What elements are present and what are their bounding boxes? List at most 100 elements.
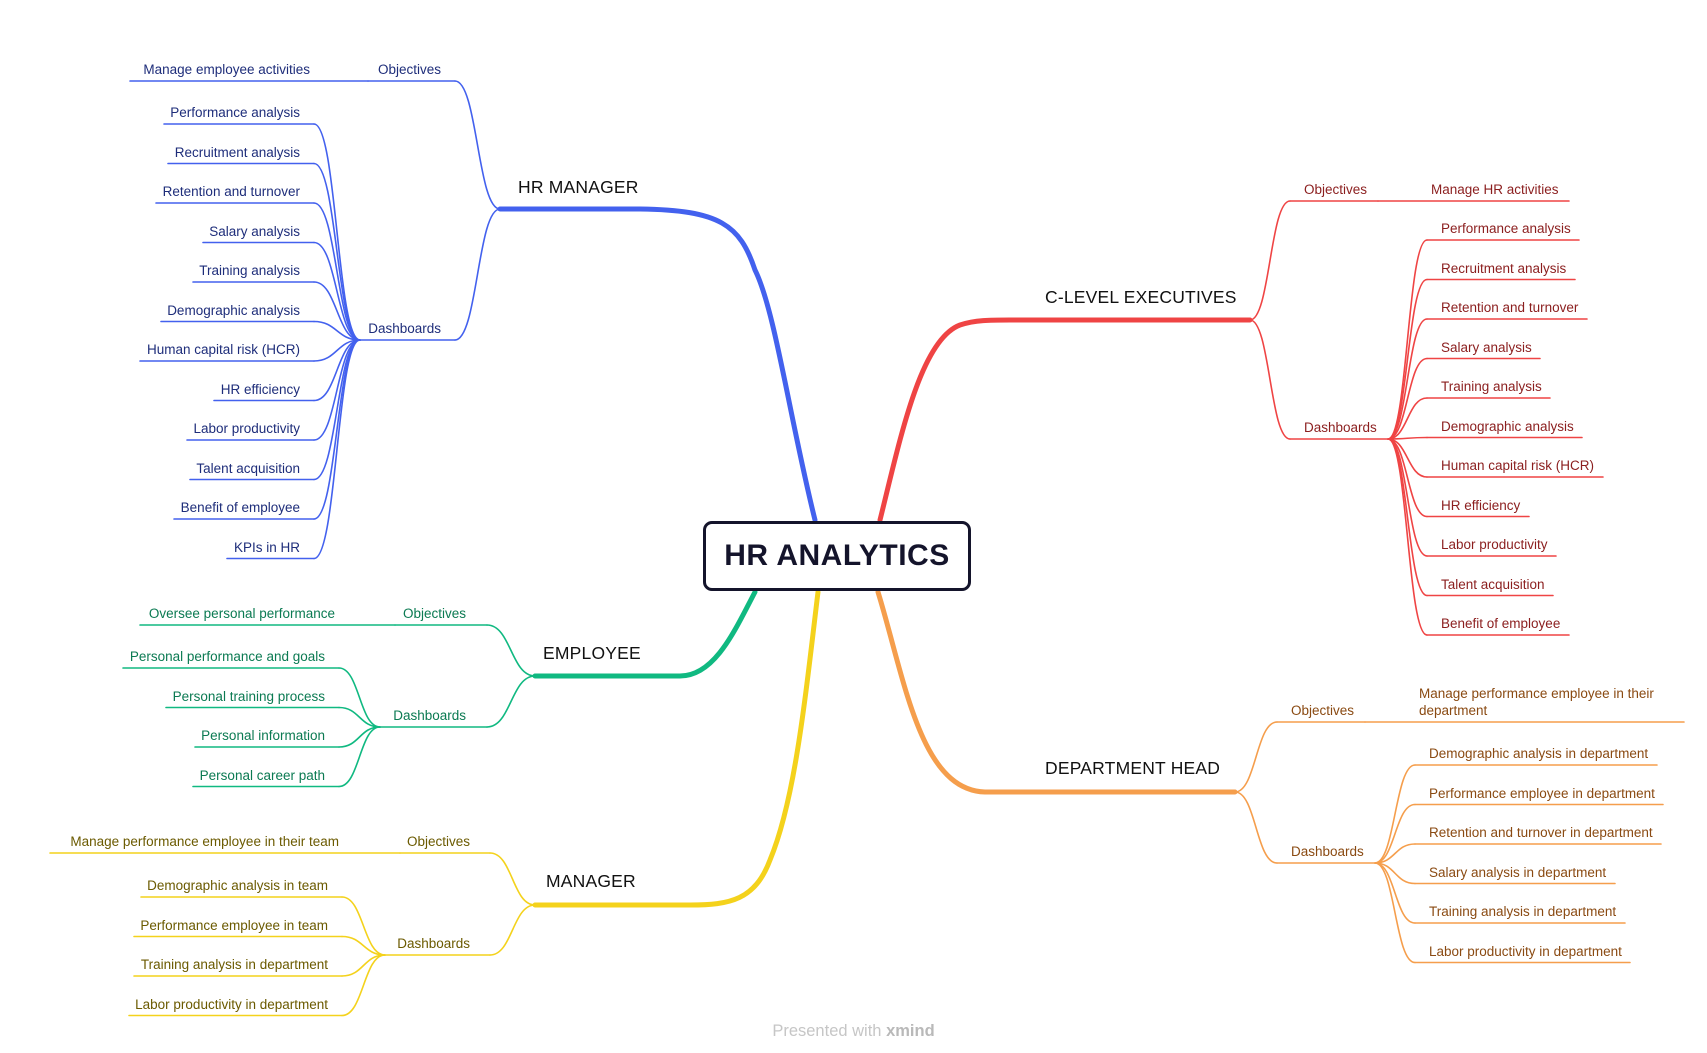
employee-dashboard-item[interactable]: Personal information bbox=[201, 728, 325, 743]
connector-employee-dashboard-item bbox=[338, 667, 381, 728]
employee-dashboard-item[interactable]: Personal career path bbox=[199, 767, 325, 783]
branch-title-manager[interactable]: MANAGER bbox=[546, 871, 636, 891]
hr_manager-dashboards-label[interactable]: Dashboards bbox=[368, 321, 441, 336]
c_level-dashboard-item[interactable]: Salary analysis bbox=[1441, 339, 1532, 355]
connector-department_head-dashboard-item bbox=[1374, 862, 1416, 924]
central-topic[interactable]: HR ANALYTICS bbox=[703, 521, 971, 591]
c_level-dashboard-item[interactable]: Demographic analysis bbox=[1441, 418, 1574, 434]
c_level-objectives-label[interactable]: Objectives bbox=[1304, 182, 1368, 197]
department_head-objective-item[interactable]: Manage performance employee in their dep… bbox=[1419, 686, 1654, 718]
hr_manager-dashboard-item[interactable]: Recruitment analysis bbox=[174, 144, 300, 160]
connector-employee-dashboard-item bbox=[338, 726, 381, 788]
connector-manager-dashboards bbox=[489, 904, 536, 956]
connector-hr_manager-dashboard-item bbox=[313, 162, 361, 341]
connector-manager-dashboard-item bbox=[341, 896, 386, 956]
manager-dashboard-item[interactable]: Performance employee in team bbox=[140, 917, 328, 933]
connector-department_head-dashboard-item bbox=[1374, 803, 1416, 864]
trunk-department-head bbox=[875, 589, 1238, 795]
department_head-dashboard-item[interactable]: Performance employee in department bbox=[1429, 785, 1655, 801]
hr_manager-dashboard-item[interactable]: Benefit of employee bbox=[180, 500, 300, 515]
c_level-objective-item[interactable]: Manage HR activities bbox=[1431, 182, 1559, 197]
connector-department_head-dashboards bbox=[1234, 791, 1278, 864]
connector-department_head-dashboard-item bbox=[1374, 764, 1416, 864]
c_level-dashboard-item[interactable]: Retention and turnover bbox=[1441, 300, 1579, 315]
manager-dashboard-item[interactable]: Demographic analysis in team bbox=[147, 878, 328, 893]
branch-title-c_level[interactable]: C-LEVEL EXECUTIVES bbox=[1045, 287, 1237, 307]
department_head-dashboard-item[interactable]: Retention and turnover in department bbox=[1429, 825, 1653, 840]
c_level-dashboard-item[interactable]: Recruitment analysis bbox=[1441, 260, 1567, 276]
connector-c_level-dashboards bbox=[1249, 319, 1291, 440]
c_level-dashboard-item[interactable]: Human capital risk (HCR) bbox=[1441, 458, 1595, 473]
connector-manager-objectives bbox=[489, 852, 536, 906]
connector-department_head-dashboard-item bbox=[1374, 862, 1416, 964]
trunk-manager bbox=[532, 589, 821, 908]
hr_manager-dashboard-item[interactable]: HR efficiency bbox=[220, 381, 300, 397]
c_level-dashboard-item[interactable]: Talent acquisition bbox=[1441, 576, 1545, 592]
department_head-dashboard-item[interactable]: Salary analysis in department bbox=[1429, 864, 1607, 880]
connector-c_level-dashboard-item bbox=[1387, 397, 1428, 440]
hr_manager-dashboard-item[interactable]: Talent acquisition bbox=[196, 460, 300, 476]
connector-c_level-dashboard-item bbox=[1387, 438, 1428, 636]
hr_manager-dashboard-item[interactable]: Salary analysis bbox=[209, 223, 300, 239]
c_level-dashboard-item[interactable]: Training analysis bbox=[1441, 379, 1542, 394]
hr_manager-dashboard-item[interactable]: Retention and turnover bbox=[162, 184, 300, 199]
hr_manager-dashboard-item[interactable]: Performance analysis bbox=[170, 105, 300, 120]
connector-manager-dashboard-item bbox=[341, 935, 386, 956]
employee-dashboard-item[interactable]: Personal performance and goals bbox=[129, 649, 325, 664]
footer-prefix: Presented with bbox=[772, 1022, 882, 1040]
connector-hr_manager-dashboard-item bbox=[313, 339, 361, 560]
hr_manager-objective-item[interactable]: Manage employee activities bbox=[143, 62, 310, 77]
c_level-dashboard-item[interactable]: Benefit of employee bbox=[1441, 616, 1561, 631]
hr_manager-dashboard-item[interactable]: Human capital risk (HCR) bbox=[146, 342, 300, 357]
connector-hr_manager-dashboard-item bbox=[313, 320, 361, 341]
department_head-dashboard-item[interactable]: Labor productivity in department bbox=[1429, 943, 1622, 959]
hr_manager-dashboard-item[interactable]: KPIs in HR bbox=[233, 539, 300, 555]
xmind-brand: xmind bbox=[886, 1022, 935, 1040]
connector-manager-dashboard-item bbox=[341, 954, 386, 1017]
manager-dashboard-item[interactable]: Labor productivity in department bbox=[135, 996, 328, 1012]
manager-objectives-label[interactable]: Objectives bbox=[406, 834, 470, 849]
manager-dashboards-label[interactable]: Dashboards bbox=[397, 936, 470, 951]
employee-dashboards-label[interactable]: Dashboards bbox=[393, 708, 466, 723]
connector-c_level-objectives bbox=[1249, 200, 1291, 321]
presented-with-footer: Presented with xmind bbox=[0, 1022, 1707, 1041]
connector-hr_manager-dashboard-item bbox=[313, 281, 361, 341]
manager-dashboard-item[interactable]: Training analysis in department bbox=[140, 957, 328, 972]
branch-title-hr_manager[interactable]: HR MANAGER bbox=[518, 177, 639, 197]
connector-hr_manager-dashboard-item bbox=[313, 241, 361, 341]
trunk-employee bbox=[532, 589, 758, 679]
department_head-dashboards-label[interactable]: Dashboards bbox=[1291, 844, 1364, 859]
connector-c_level-dashboard-item bbox=[1387, 278, 1428, 440]
connector-c_level-dashboard-item bbox=[1387, 357, 1428, 440]
connector-employee-dashboards bbox=[486, 675, 536, 728]
trunk-hr-manager bbox=[497, 206, 818, 523]
trunk-c-level bbox=[877, 317, 1253, 523]
connector-hr_manager-dashboard-item bbox=[313, 202, 361, 341]
connector-department_head-objectives bbox=[1234, 721, 1278, 793]
connector-employee-dashboard-item bbox=[338, 706, 381, 728]
c_level-dashboards-label[interactable]: Dashboards bbox=[1304, 420, 1377, 435]
c_level-dashboard-item[interactable]: HR efficiency bbox=[1441, 497, 1521, 513]
manager-objective-item[interactable]: Manage performance employee in their tea… bbox=[70, 834, 339, 849]
c_level-dashboard-item[interactable]: Labor productivity bbox=[1441, 537, 1548, 552]
c_level-dashboard-item[interactable]: Performance analysis bbox=[1441, 221, 1571, 236]
employee-objectives-label[interactable]: Objectives bbox=[402, 606, 466, 621]
department_head-dashboard-item[interactable]: Training analysis in department bbox=[1429, 904, 1617, 919]
connector-hr_manager-objectives bbox=[454, 80, 501, 210]
branch-title-employee[interactable]: EMPLOYEE bbox=[543, 643, 641, 663]
department_head-dashboard-item[interactable]: Demographic analysis in department bbox=[1429, 746, 1649, 761]
hr_manager-dashboard-item[interactable]: Demographic analysis bbox=[167, 302, 300, 318]
hr_manager-dashboard-item[interactable]: Labor productivity bbox=[193, 421, 300, 436]
employee-objective-item[interactable]: Oversee personal performance bbox=[148, 606, 335, 621]
connector-employee-objectives bbox=[486, 624, 536, 677]
department_head-objectives-label[interactable]: Objectives bbox=[1291, 703, 1355, 718]
hr_manager-dashboard-item[interactable]: Training analysis bbox=[199, 263, 300, 278]
connector-hr_manager-dashboards bbox=[454, 208, 501, 341]
connector-c_level-dashboard-item bbox=[1387, 318, 1428, 440]
hr_manager-objectives-label[interactable]: Objectives bbox=[377, 62, 441, 77]
connector-department_head-dashboard-item bbox=[1374, 843, 1416, 864]
branch-title-department_head[interactable]: DEPARTMENT HEAD bbox=[1045, 758, 1221, 778]
employee-dashboard-item[interactable]: Personal training process bbox=[172, 688, 325, 704]
